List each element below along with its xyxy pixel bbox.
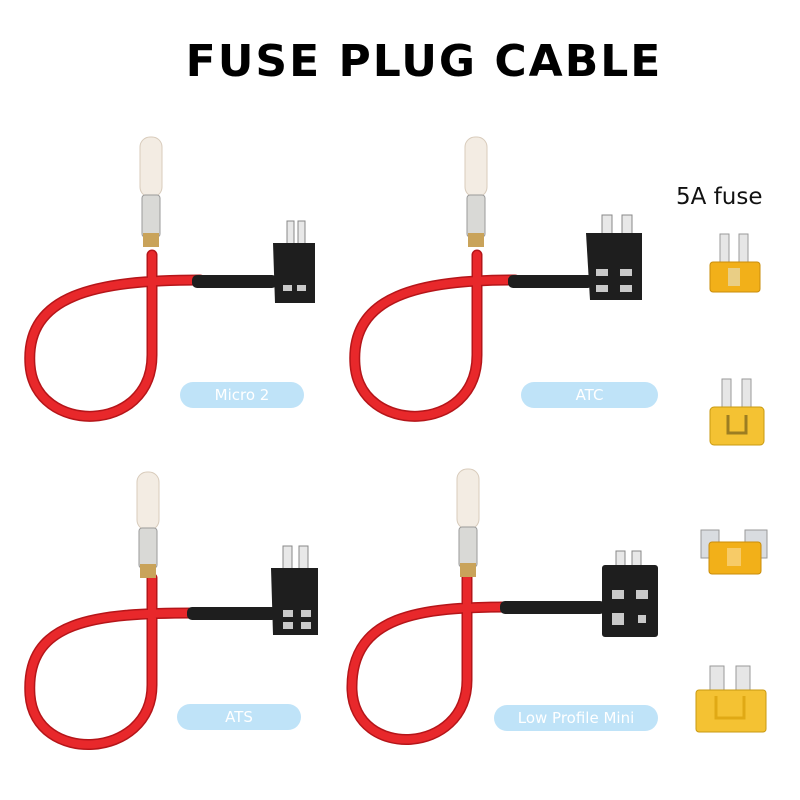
cable-label-atc: ATC <box>521 382 658 408</box>
fuse-4-image <box>695 665 767 733</box>
cable-label-lowprofile: Low Profile Mini <box>494 705 658 731</box>
cable-lowprofile: Low Profile Mini <box>340 465 690 765</box>
cable-atc: ATC <box>340 135 690 435</box>
cable-atc-image <box>349 136 642 422</box>
fuse-caption: 5A fuse <box>676 184 763 210</box>
fuse-1-image <box>709 233 761 293</box>
cable-micro2-image <box>24 136 315 422</box>
fuse-2-image <box>709 378 765 446</box>
page-title: FUSE PLUG CABLE <box>185 36 663 87</box>
cable-ats: ATS <box>15 470 365 770</box>
cable-label-micro2: Micro 2 <box>180 382 304 408</box>
cable-label-ats: ATS <box>177 704 301 730</box>
cable-ats-image <box>24 471 318 751</box>
fuse-3-image <box>700 529 768 575</box>
cable-lowprofile-image <box>346 468 658 746</box>
cable-micro2: Micro 2 <box>15 135 365 435</box>
